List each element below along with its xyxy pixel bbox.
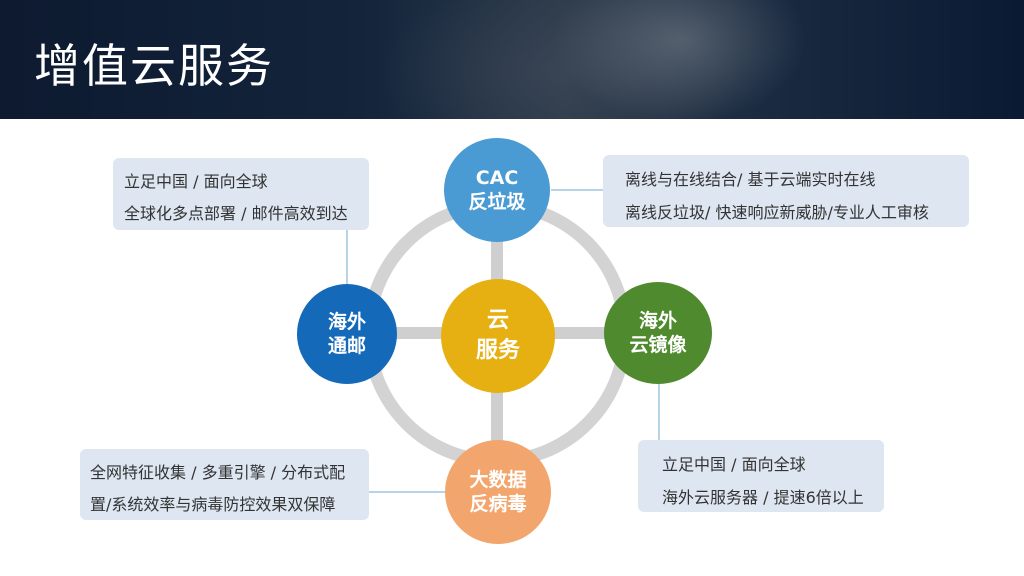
info-box-top-right: 离线与在线结合/ 基于云端实时在线 离线反垃圾/ 快速响应新威胁/专业人工审核	[603, 155, 969, 227]
info-box-line: 立足中国 / 面向全球	[124, 172, 268, 191]
info-box-bottom-right: 立足中国 / 面向全球 海外云服务器 / 提速6倍以上	[638, 440, 884, 512]
node-label-line2: 云镜像	[629, 334, 687, 356]
info-box-line: 离线与在线结合/ 基于云端实时在线	[625, 170, 876, 189]
node-cac-antispam: CAC 反垃圾	[444, 138, 550, 242]
node-label-line2: 服务	[475, 338, 520, 363]
info-box-line: 全球化多点部署 / 邮件高效到达	[124, 204, 348, 223]
node-label-line1: 大数据	[469, 469, 527, 491]
node-bigdata-antivirus: 大数据 反病毒	[445, 440, 551, 544]
info-box-bottom-left: 全网特征收集 / 多重引擎 / 分布式配 置/系统效率与病毒防控效果双保障	[80, 449, 369, 520]
node-label-line1: 海外	[638, 310, 677, 332]
node-label-line1: CAC	[475, 167, 519, 189]
header-banner: 增值云服务	[0, 0, 1024, 119]
page-title: 增值云服务	[34, 39, 274, 93]
node-label-line2: 反垃圾	[468, 191, 526, 213]
node-label-line1: 云	[486, 308, 509, 333]
node-label-line2: 通邮	[327, 335, 366, 357]
node-label-line1: 海外	[327, 311, 366, 333]
node-center-cloud-service: 云 服务	[441, 279, 555, 393]
info-box-line: 离线反垃圾/ 快速响应新威胁/专业人工审核	[625, 203, 929, 222]
node-label-line2: 反病毒	[469, 493, 527, 515]
node-overseas-mail: 海外 通邮	[297, 284, 397, 384]
info-box-top-left: 立足中国 / 面向全球 全球化多点部署 / 邮件高效到达	[113, 158, 369, 230]
node-overseas-cloud-mirror: 海外 云镜像	[604, 282, 712, 384]
info-box-line: 海外云服务器 / 提速6倍以上	[662, 488, 864, 507]
info-box-line: 置/系统效率与病毒防控效果双保障	[90, 495, 336, 514]
info-box-line: 全网特征收集 / 多重引擎 / 分布式配	[90, 463, 346, 482]
info-box-line: 立足中国 / 面向全球	[662, 455, 806, 474]
